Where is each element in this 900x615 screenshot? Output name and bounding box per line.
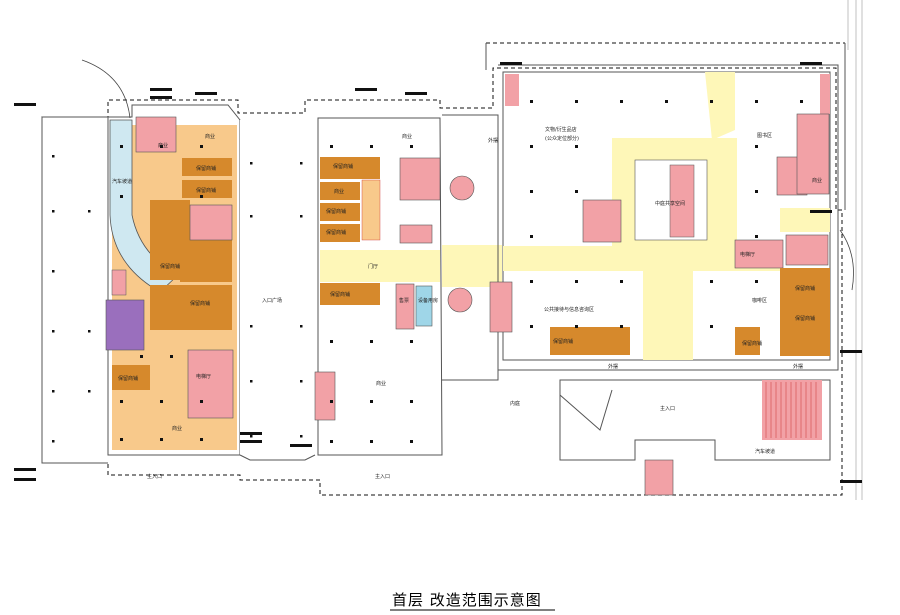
label-reserved-w1: 保留商铺 — [196, 165, 216, 172]
west-block: 商业 商业 保留商铺 保留商铺 保留商铺 保留商铺 保留商铺 汽车坡道 商业 电… — [81, 59, 241, 480]
stair-core-e3 — [582, 199, 622, 243]
stair-core-w4 — [111, 269, 127, 296]
label-commerce-w2: 商业 — [158, 142, 168, 149]
label-commerce-w3: 商业 — [172, 425, 182, 432]
escalator-m — [361, 179, 381, 241]
reserved-shop-m3 — [320, 203, 360, 221]
label-equipment: 设备用房 — [418, 297, 438, 304]
label-library: 图书区 — [757, 132, 772, 139]
label-courtyard: 内庭 — [510, 400, 520, 407]
car-ramp-west — [109, 119, 179, 293]
label-main-entrance-w: 主入口 — [147, 473, 162, 480]
label-reserved-m3: 保留商铺 — [326, 229, 346, 236]
reserved-shop-e2 — [735, 327, 760, 355]
label-commerce-w1: 商业 — [205, 133, 215, 140]
renovation-boundary-outer — [41, 67, 843, 496]
reserved-shop-e3 — [780, 268, 830, 356]
ticket-room — [395, 283, 415, 330]
purple-room — [105, 299, 145, 351]
label-commerce-m2: 商业 — [334, 188, 344, 195]
label-reserved-w5: 保留商铺 — [118, 375, 138, 382]
label-reserved-w4: 保留商铺 — [190, 300, 210, 307]
label-main-entrance-e: 主入口 — [660, 405, 675, 412]
entrance-plaza — [240, 120, 312, 455]
label-elevator-hall-e: 电梯厅 — [740, 251, 755, 258]
stair-core-e6 — [489, 281, 513, 333]
label-entrance-plaza: 入口广场 — [262, 297, 282, 304]
reserved-shop-w6 — [150, 285, 180, 330]
label-exhibition: 文物/衍生品店 — [545, 126, 577, 133]
label-reserved-e4: 保留商铺 — [742, 340, 762, 347]
stair-core-w1 — [135, 116, 177, 153]
label-elevator-hall-w: 电梯厅 — [196, 373, 211, 380]
stair-core-south — [644, 459, 674, 496]
label-reserved-m4: 保留商铺 — [330, 291, 350, 298]
label-outdoor-s2: 外摆 — [793, 363, 803, 370]
reserved-shop-m5 — [320, 283, 380, 305]
reserved-shop-m2 — [320, 182, 360, 200]
reserved-shop-w4 — [180, 240, 232, 282]
stair-core-e5 — [785, 234, 829, 266]
reserved-shops-e — [550, 327, 630, 355]
label-exhibition-sub: (公众定位部分) — [545, 135, 579, 142]
elevator-core-m — [399, 224, 433, 244]
diagram-title: 首层 改造范围示意图 — [392, 591, 542, 609]
car-ramp-east — [762, 380, 822, 440]
escalator-e — [669, 164, 695, 238]
stair-core-w2 — [189, 204, 233, 241]
reserved-shop-w5 — [180, 285, 232, 330]
label-reserved-m2: 保留商铺 — [326, 208, 346, 215]
label-reserved-w3: 保留商铺 — [160, 263, 180, 270]
label-commerce-m3: 商业 — [376, 380, 386, 387]
label-lobby-m: 门厅 — [368, 263, 378, 270]
label-commerce-e: 商业 — [812, 177, 822, 184]
label-outdoor-n: 外摆 — [488, 137, 498, 144]
reserved-shop-w7 — [112, 365, 150, 390]
south-entrance-area: 汽车坡道 主入口 内庭 — [510, 379, 831, 496]
reserved-shop-m4 — [320, 224, 360, 242]
reserved-shop-w1 — [182, 158, 232, 176]
equipment-room — [415, 285, 433, 327]
label-reserved-m1: 保留商铺 — [333, 163, 353, 170]
reserved-shop-w2 — [182, 180, 232, 198]
label-car-ramp-w: 汽车坡道 — [112, 178, 132, 185]
stair-core-m2 — [314, 371, 336, 421]
elevator-hall-e — [734, 239, 784, 269]
label-reserved-e2: 保留商铺 — [795, 285, 815, 292]
label-outdoor-s1: 外摆 — [608, 363, 618, 370]
label-public-service: 公共接待与信息咨询区 — [544, 306, 594, 313]
middle-block: 商业 保留商铺 商业 保留商铺 保留商铺 门厅 保留商铺 售票 设备用房 商业 … — [314, 117, 475, 480]
label-reserved-w2: 保留商铺 — [196, 187, 216, 194]
label-car-ramp-e: 汽车坡道 — [755, 448, 775, 455]
stair-core-e4 — [796, 113, 830, 195]
label-ticket: 售票 — [399, 297, 409, 304]
reserved-shop-m1 — [320, 157, 380, 179]
corridor-n — [705, 72, 735, 140]
label-main-entrance-m: 主入口 — [375, 473, 390, 480]
connector-corridor — [442, 245, 502, 287]
revolving-door-s — [447, 287, 473, 313]
stair-core-e1 — [505, 74, 519, 106]
stair-core-w3 — [187, 349, 234, 419]
label-reserved-e1: 保留商铺 — [553, 338, 573, 345]
label-commerce-m1: 商业 — [402, 133, 412, 140]
middle-lobby — [320, 250, 440, 282]
label-reserved-e3: 保留商铺 — [795, 315, 815, 322]
revolving-door-n — [449, 175, 475, 201]
label-atrium: 中庭共享空间 — [655, 200, 685, 207]
stair-core-e2 — [820, 74, 830, 114]
east-block: 文物/衍生品店 (公众定位部分) 图书区 商业 中庭共享空间 电梯厅 咖啡区 公… — [488, 71, 831, 370]
east-corridor-v — [643, 270, 693, 360]
label-cafe: 咖啡区 — [752, 297, 767, 304]
stair-core-m1 — [399, 157, 441, 201]
